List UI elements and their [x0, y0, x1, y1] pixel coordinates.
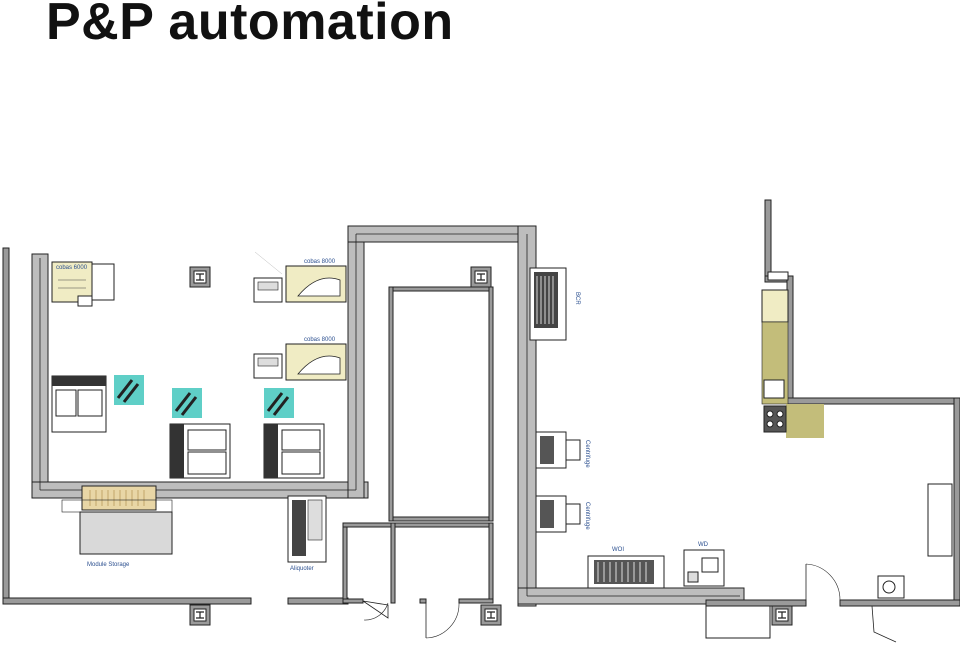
tube-rack-icon: [264, 388, 294, 418]
cabinet: [927, 483, 953, 557]
analyzer-icon: [587, 555, 665, 589]
tube-rack-icon: [172, 388, 202, 418]
tube-rack-icon: [114, 375, 144, 405]
module-storage-label: Module Storage: [87, 562, 130, 568]
door-swing-icon: [805, 563, 897, 643]
steel-column-icon: [480, 604, 502, 626]
centrifuge-b-label: Centrifuge: [584, 502, 590, 530]
steel-column-icon: [189, 604, 211, 626]
wd-label: WD: [698, 542, 709, 548]
sink-icon: [877, 575, 905, 599]
aliquoter-label: Aliquoter: [290, 566, 314, 572]
workbench: [761, 289, 824, 438]
left-room-walls: [2, 247, 349, 605]
analyzer-icon: [51, 261, 115, 307]
centrifuge-icon: [535, 431, 581, 469]
aliquoter: [287, 495, 327, 563]
bcr-label: BCR: [574, 292, 580, 305]
page-title: P&P automation: [46, 0, 454, 51]
center-room: [388, 286, 494, 522]
steel-column-icon: [189, 266, 211, 288]
woi-label: WOI: [612, 547, 624, 553]
cobas-8000-a-label: cobas 8000: [304, 259, 336, 265]
left-conveyor-loop: [31, 225, 537, 499]
centrifuge-a-label: Centrifuge: [584, 440, 590, 468]
analyzer-icon: [529, 267, 567, 341]
analyzer-icon: [51, 375, 107, 433]
cobas-top-label: cobas 6000: [56, 265, 88, 271]
steel-column-icon: [470, 266, 492, 288]
lower-center-rooms: [342, 522, 494, 639]
right-room-walls: [705, 199, 960, 639]
analyzer-icon: [169, 423, 231, 479]
centrifuge-icon: [535, 495, 581, 533]
analyzer-icon: [683, 549, 725, 587]
steel-column-icon: [771, 604, 793, 626]
analyzer-icon: [253, 343, 347, 381]
module-storage: [61, 485, 173, 555]
analyzer-icon: [253, 251, 347, 303]
analyzer-icon: [263, 423, 325, 479]
cobas-8000-b-label: cobas 8000: [304, 337, 336, 343]
